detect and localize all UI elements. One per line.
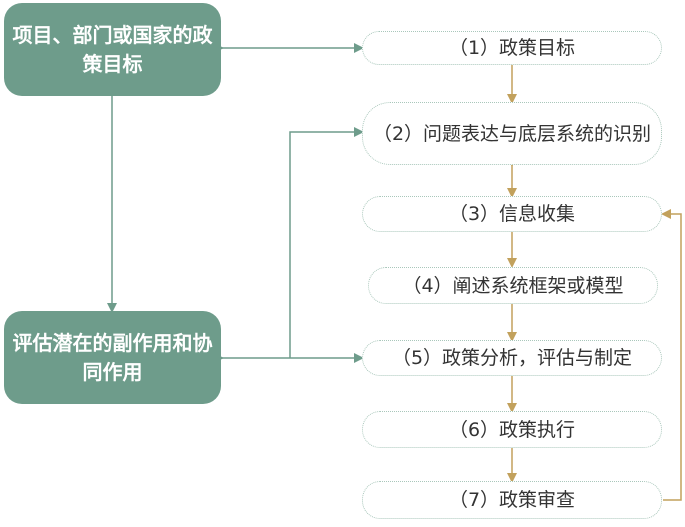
step-1-policy-goals: （1）政策目标	[362, 31, 662, 65]
left-node-policy-goals: 项目、部门或国家的政策目标	[4, 3, 221, 96]
step-4-system-framework: （4）阐述系统框架或模型	[368, 267, 658, 304]
left-node-side-effects: 评估潜在的副作用和协同作用	[4, 311, 221, 404]
step-7-policy-review: （7）政策审查	[362, 481, 662, 519]
connector-branch-to-step-2	[289, 127, 364, 358]
step-2-problem-identification: （2）问题表达与底层系统的识别	[362, 102, 662, 165]
step-3-information-collection: （3）信息收集	[362, 196, 662, 232]
step-6-policy-implementation: （6）政策执行	[362, 411, 662, 448]
connector-step-7-loop-to-step-3	[661, 209, 682, 501]
step-5-policy-analysis: （5）政策分析，评估与制定	[362, 340, 662, 376]
